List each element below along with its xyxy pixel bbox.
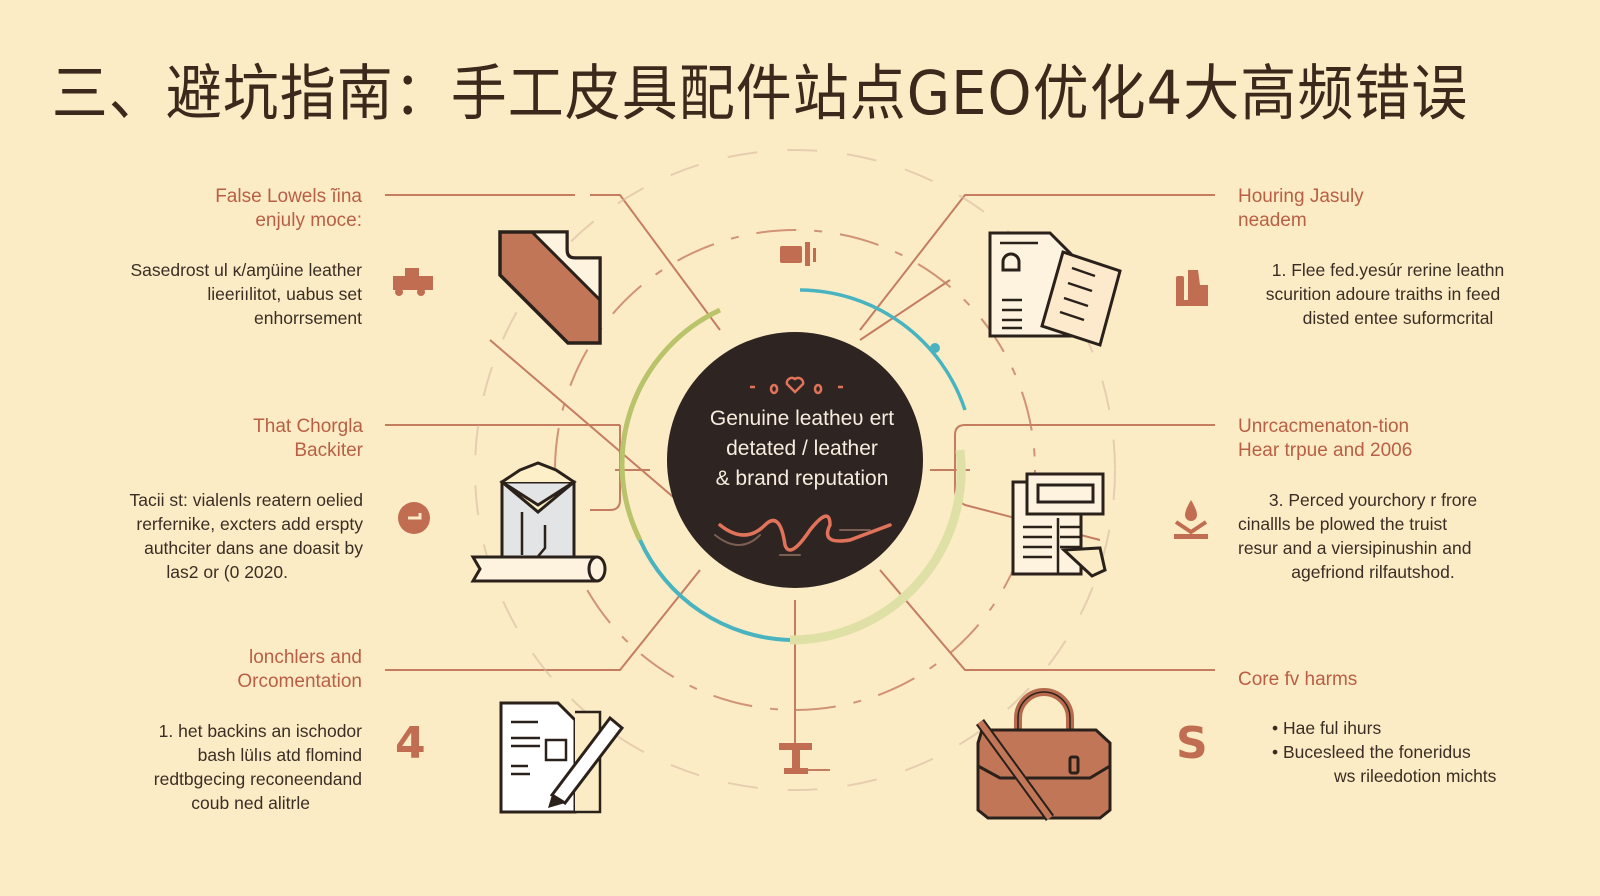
leaf-badge-icon (398, 502, 430, 534)
outer-ring (554, 229, 1036, 711)
bullet-item: Hae ful ihurs (1272, 716, 1528, 740)
tractor-icon (393, 268, 433, 296)
bullet-item: Bucesleed the foneridus (1272, 740, 1528, 764)
issue-description: 1. Flee fed.yesúr rerine leathn scuritio… (1238, 258, 1528, 330)
documents-lock-icon (988, 231, 1122, 347)
far-ring (474, 149, 1116, 791)
description-line: agefriond rilfautshod. (1291, 562, 1455, 582)
wallet-icon (780, 242, 816, 266)
description-line: cinallls be plowed the truist (1238, 514, 1448, 534)
issue-heading: That Chorgla Backiter (73, 415, 363, 463)
description-line: rerfernike, excters add erspty (136, 514, 363, 534)
s-swirl-icon: S (1176, 718, 1208, 769)
issue-description: Tacii st: vialenls reatern oelied rerfer… (63, 488, 363, 584)
issue-heading: Core fv harms (1238, 668, 1528, 692)
bullet-list: Hae ful ihurs Bucesleed the foneridus ws… (1238, 716, 1528, 788)
heading-line: Backiter (294, 440, 363, 461)
pale-arc (789, 449, 966, 645)
description-line: authciter dans ane doasit by (144, 538, 363, 558)
teal-arc-top (799, 288, 967, 411)
newspaper-hand-icon (1011, 472, 1107, 578)
leather-strip-icon (498, 230, 602, 345)
heading-line: Houring Jasuly (1238, 186, 1364, 207)
issue-block-2: That Chorgla Backiter Tacii st: vialenls… (73, 415, 363, 584)
issue-heading: False Lowels ĩina enjuly moce: (72, 185, 362, 233)
issue-description: Sasedrost ul ĸ/aɱüine leather lieeriılit… (72, 258, 362, 330)
description-line: coub ned alitrle (191, 793, 310, 813)
issue-heading: lonchlers and Orcomentation (72, 646, 362, 694)
issue-block-1: False Lowels ĩina enjuly moce: Sasedrost… (72, 185, 362, 330)
anvil-icon (779, 743, 812, 774)
issue-block-6: Core fv harms Hae ful ihurs Bucesleed th… (1238, 668, 1528, 788)
heading-line: enjuly moce: (255, 210, 362, 231)
description-line: 3. Perced yourchory r frore (1268, 490, 1478, 510)
issue-block-3: lonchlers and Orcomentation 1. het backi… (72, 646, 362, 815)
issue-heading: Houring Jasuly neadem (1238, 185, 1528, 233)
description-line: enhorrsement (254, 308, 362, 328)
center-caption: Genuine leatheʋ ert detated / leather & … (672, 404, 932, 494)
page-title: 三、避坑指南：手工皮具配件站点GEO优化4大高频错误 (51, 58, 1469, 129)
description-line: lieeriılitot, uabus set (207, 284, 362, 304)
heading-line: Core fv harms (1238, 669, 1358, 690)
center-caption-line: & brand reputation (715, 467, 889, 490)
boot-icon (1176, 270, 1208, 306)
center-caption-line: Genuine leatheʋ ert (709, 407, 895, 430)
center-circle (667, 332, 923, 588)
squiggle-decoration (714, 514, 892, 556)
green-arc (619, 307, 722, 542)
center-caption-line: detated / leather (726, 437, 878, 460)
description-line: 1. Flee fed.yesúr rerine leathn (1271, 260, 1505, 280)
description-line: 1. het backins an ischodor (158, 721, 362, 741)
description-line: las2 or (0 2020. (166, 562, 288, 582)
issue-heading: Unrcacmenaton-tion Hear trpue and 2006 (1238, 415, 1528, 463)
description-line: bash lülıs atd flomind (197, 745, 362, 765)
heading-line: False Lowels ĩina (215, 186, 362, 207)
heading-line: neadem (1238, 210, 1307, 231)
description-line: Sasedrost ul ĸ/aɱüine leather (130, 260, 362, 280)
description-line: Tacii st: vialenls reatern oelied (129, 490, 363, 510)
description-line: resur and a viersipinushin and (1238, 538, 1472, 558)
heading-line: lonchlers and (248, 647, 362, 668)
issue-description: Hae ful ihurs Bucesleed the foneridus ws… (1238, 716, 1528, 788)
issue-block-4: Houring Jasuly neadem 1. Flee fed.yesúr … (1238, 185, 1528, 330)
ring-dot (930, 343, 940, 353)
heart-icon (750, 376, 843, 395)
number-4-icon: 4 (395, 718, 426, 769)
heading-line: Hear trpue and 2006 (1238, 440, 1413, 461)
heading-line: That Chorgla (253, 416, 363, 437)
description-line: disted entee suformcrital (1302, 308, 1494, 328)
issue-description: 3. Perced yourchory r frore cinallls be … (1238, 488, 1508, 584)
document-pen-icon (499, 701, 625, 814)
shirt-box-icon (470, 461, 607, 583)
connector-lines (385, 194, 1215, 771)
teal-arc-bottom (638, 539, 791, 642)
flame-bowl-icon (1174, 500, 1208, 539)
briefcase-icon (975, 688, 1112, 821)
description-line: scurition adoure traiths in feed (1265, 284, 1501, 304)
bullet-item: ws rileedotion michts (1334, 766, 1497, 786)
issue-block-5: Unrcacmenaton-tion Hear trpue and 2006 3… (1238, 415, 1528, 584)
issue-description: 1. het backins an ischodor bash lülıs at… (72, 719, 362, 815)
heading-line: Orcomentation (237, 671, 362, 692)
description-line: redtbgecing reconeendand (153, 769, 362, 789)
heading-line: Unrcacmenaton-tion (1238, 416, 1410, 437)
